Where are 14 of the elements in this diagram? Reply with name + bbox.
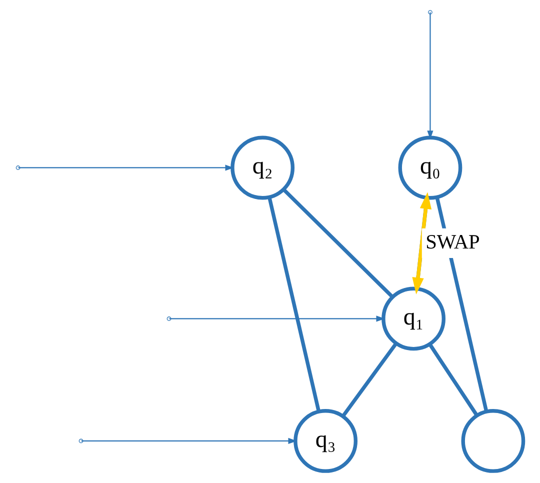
node-circle: q₁: [381, 286, 445, 351]
connector: [282, 188, 394, 298]
arrow: [169, 316, 384, 322]
node-circle: [460, 409, 525, 473]
connector: [267, 196, 320, 412]
edge-label: SWAP: [425, 231, 480, 254]
node-circle: q₀: [398, 136, 462, 200]
connector: [428, 343, 478, 416]
connector: [340, 342, 398, 418]
node-circle: q₃: [293, 409, 357, 473]
arrow: [81, 438, 296, 444]
node-circle: q₂: [230, 136, 294, 200]
arrow: [412, 192, 432, 294]
arrow: [18, 164, 234, 171]
